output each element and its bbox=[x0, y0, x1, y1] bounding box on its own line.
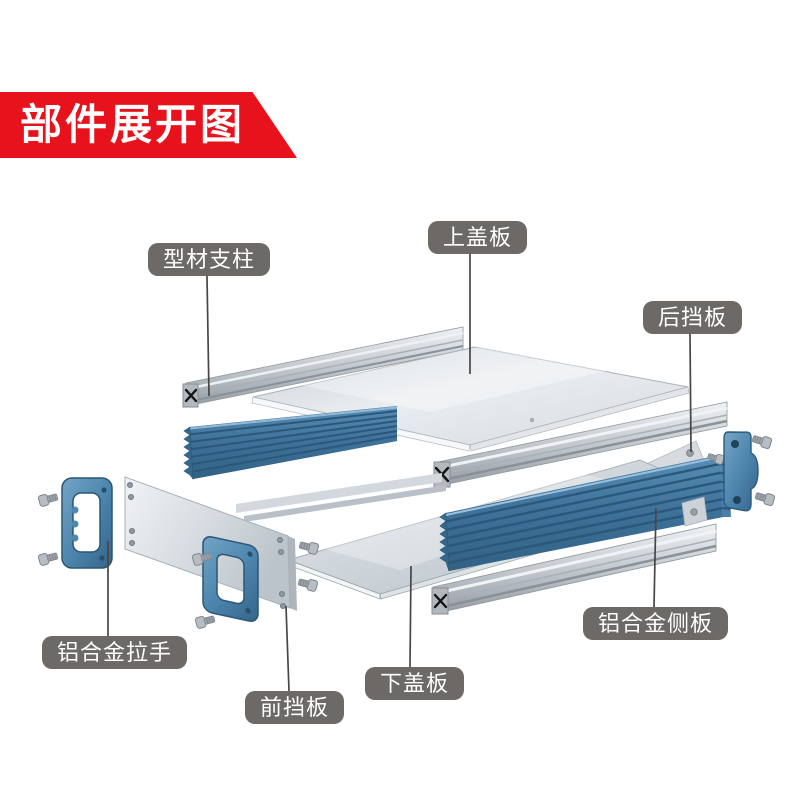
leader-line-front-baffle bbox=[285, 605, 290, 692]
screw bbox=[297, 538, 320, 556]
callout-profile-pillar: 型材支柱 bbox=[148, 243, 271, 276]
screw-hole bbox=[733, 496, 741, 504]
screw bbox=[750, 432, 773, 450]
callout-aluminum-side-panel: 铝合金侧板 bbox=[583, 607, 729, 640]
top-cover-sheen bbox=[300, 347, 610, 412]
screw bbox=[194, 612, 217, 630]
fin-serration bbox=[439, 512, 450, 572]
screw bbox=[37, 490, 60, 508]
callout-front-baffle: 前挡板 bbox=[245, 691, 345, 724]
leader-line-rear-baffle bbox=[689, 333, 692, 453]
screw-hole bbox=[686, 449, 694, 457]
fin-ridges bbox=[190, 410, 398, 473]
top-cover-edge bbox=[469, 386, 690, 452]
screw-hole bbox=[690, 508, 698, 516]
pillar-cross-section-x-icon bbox=[433, 593, 448, 609]
callout-aluminum-handle: 铝合金拉手 bbox=[42, 636, 188, 669]
callout-top-cover: 上盖板 bbox=[428, 221, 528, 254]
profile-pillar-bar-front-top bbox=[433, 401, 728, 488]
front-panel-side-face bbox=[288, 536, 297, 611]
screw-hole bbox=[529, 417, 535, 423]
screw bbox=[296, 575, 319, 593]
screw-hole bbox=[99, 555, 105, 561]
screw bbox=[753, 489, 776, 507]
handle-left bbox=[61, 477, 113, 569]
fin-serration bbox=[183, 426, 194, 480]
profile-pillar-bar-front-bottom bbox=[431, 523, 717, 615]
handle-front-center bbox=[202, 535, 259, 622]
screw-hole bbox=[245, 608, 251, 614]
callout-bottom-cover: 下盖板 bbox=[365, 667, 465, 700]
pillar-cross-section-x-icon bbox=[184, 388, 198, 403]
grip-notches bbox=[71, 506, 79, 542]
side-panel-left-finned bbox=[183, 406, 398, 480]
callout-rear-baffle: 后挡板 bbox=[643, 301, 743, 334]
title-banner: 部件展开图 bbox=[0, 92, 297, 158]
fin-ridges bbox=[446, 462, 723, 564]
screw bbox=[37, 549, 60, 567]
leader-lines bbox=[107, 254, 692, 692]
rear-bracket bbox=[723, 431, 759, 512]
rear-baffle-corner-tab bbox=[681, 496, 708, 527]
screw-hole bbox=[731, 440, 739, 448]
profile-pillar-bar-top bbox=[182, 326, 464, 408]
leader-line-side-panel bbox=[653, 507, 657, 608]
side-panel-right-finned bbox=[439, 455, 731, 572]
chassis-frame-rails bbox=[236, 473, 446, 522]
leader-line-bottom-cover bbox=[409, 565, 412, 668]
leader-line-profile-pillar bbox=[206, 275, 210, 397]
screw-hole bbox=[247, 551, 253, 557]
front-panel-screw-holes bbox=[127, 481, 286, 610]
screw-hole bbox=[101, 487, 107, 493]
